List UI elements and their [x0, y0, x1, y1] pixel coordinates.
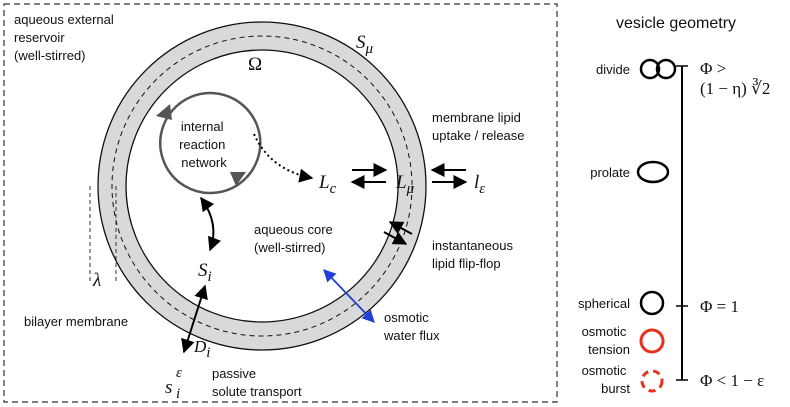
shape-osmotic-tension	[639, 328, 665, 354]
passive-transport-arrow	[181, 284, 208, 354]
prolate-label: prolate	[590, 165, 630, 180]
si-label: Si	[198, 260, 212, 285]
lc-label: Lc	[318, 172, 337, 197]
phi-bottom-label: Φ < 1 − ε	[700, 371, 764, 390]
bilayer-label: bilayer membrane	[24, 314, 128, 329]
s-mu-label: Sμ	[356, 32, 374, 57]
flipflop-arrow-out	[383, 231, 408, 245]
network-label: internal reaction network	[179, 119, 229, 170]
lipid-uptake-label: membrane lipid uptake / release	[432, 110, 525, 143]
phi-mid-label: Φ = 1	[700, 297, 739, 316]
spherical-label: spherical	[578, 296, 630, 311]
lmu-label: Lμ	[395, 172, 415, 197]
le-label: lε	[474, 172, 485, 197]
reservoir-label: aqueous external reservoir (well-stirred…	[14, 12, 117, 63]
flipflop-label: instantaneous lipid flip-flop	[432, 238, 517, 271]
passive-label: passive solute transport	[212, 366, 302, 399]
network-to-lc-arrow	[253, 133, 314, 183]
core-label: aqueous core (well-stirred)	[254, 222, 336, 255]
divide-right-lobe	[655, 58, 677, 80]
network-arrowhead-1	[156, 104, 172, 120]
phi-top-label: Φ > (1 − η) ∛2	[700, 59, 770, 98]
reaction-network: internal reaction network	[156, 91, 262, 195]
shape-osmotic-burst	[640, 369, 664, 393]
osmotic-flux-arrow	[323, 269, 375, 323]
lambda-label: λ	[92, 270, 101, 291]
divide-left-lobe	[639, 58, 661, 80]
tension-label: osmotic tension	[582, 324, 630, 357]
shape-divide	[639, 58, 677, 80]
divide-label: divide	[596, 62, 630, 77]
membrane-inner-edge	[125, 49, 399, 323]
membrane-outer-edge	[97, 21, 427, 351]
shape-prolate	[636, 160, 670, 184]
membrane-midplane	[111, 35, 413, 337]
network-arrowhead-2	[230, 172, 246, 186]
flipflop-arrow-in	[388, 221, 413, 235]
osmotic-flux-label: osmotic water flux	[383, 310, 440, 343]
shape-spherical	[639, 290, 665, 316]
network-cycle-top	[160, 91, 262, 179]
burst-label: osmotic burst	[582, 363, 631, 396]
network-cycle-bottom	[159, 129, 247, 195]
geometry-title: vesicle geometry	[616, 15, 736, 32]
network-si-arrow	[200, 196, 222, 252]
di-label: Di	[193, 337, 210, 361]
reservoir-frame	[3, 3, 558, 403]
membrane-annulus	[98, 22, 426, 350]
omega-label: Ω	[248, 54, 262, 75]
